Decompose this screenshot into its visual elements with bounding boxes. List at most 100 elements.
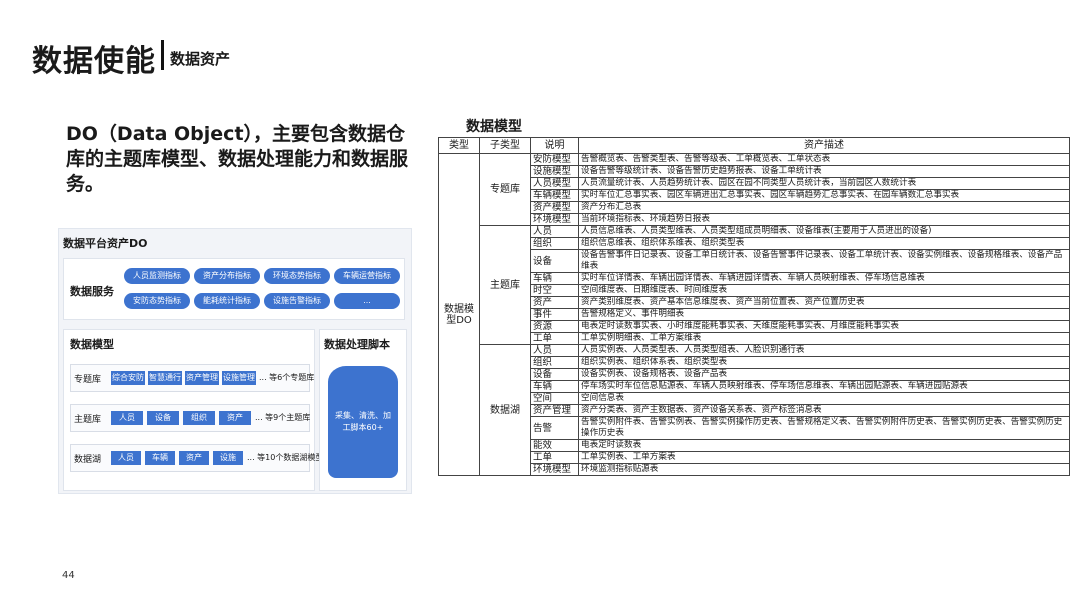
- model-chip: 资产: [219, 411, 251, 425]
- asset-description-cell: 资产类别维度表、资产基本信息维度表、资产当前位置表、资产位置历史表: [578, 296, 1070, 309]
- table-row: 车辆停车场实时车位信息贴源表、车辆人员映射维表、停车场信息维表、车辆出园贴源表、…: [439, 380, 1070, 393]
- service-pill: 人员监测指标: [124, 268, 190, 284]
- model-row-label: 主题库: [74, 415, 102, 425]
- description-cell: 人员: [530, 344, 579, 357]
- intro-text: DO（Data Object），主要包含数据仓库的主题库模型、数据处理能力和数据…: [66, 123, 409, 195]
- model-chip: 设施: [213, 451, 243, 465]
- table-row: 空间空间信息表: [439, 392, 1070, 405]
- table-row: 事件告警规格定义、事件明细表: [439, 308, 1070, 321]
- diagram-title: 数据平台资产DO: [63, 237, 148, 250]
- asset-description-cell: 设备告警事件日记录表、设备工单日统计表、设备告警事件记录表、设备工单统计表、设备…: [578, 249, 1070, 273]
- model-chip: 组织: [183, 411, 215, 425]
- model-chip: 资产: [179, 451, 209, 465]
- model-row-note: ... 等10个数据湖模型: [247, 453, 324, 462]
- processing-title: 数据处理脚本: [324, 338, 390, 351]
- asset-description-cell: 组织实例表、组织体系表、组织类型表: [578, 356, 1070, 369]
- type-cell: 数据模型DO: [438, 153, 480, 476]
- model-chip: 车辆: [145, 451, 175, 465]
- asset-description-cell: 空间信息表: [578, 392, 1070, 405]
- description-cell: 设施模型: [530, 165, 579, 178]
- asset-description-cell: 人员信息维表、人员类型维表、人员类型组成员明细表、设备维表(主要用于人员进出的设…: [578, 225, 1070, 238]
- service-pill: 设施告警指标: [264, 293, 330, 309]
- model-chip: 设备: [147, 411, 179, 425]
- table-row: 人员模型人员流量统计表、人员趋势统计表、园区在园不同类型人员统计表，当前园区人数…: [439, 177, 1070, 190]
- table-row: 告警告警实例附件表、告警实例表、告警实例操作历史表、告警规格定义表、告警实例附件…: [439, 416, 1070, 440]
- subtype-cell: 数据湖: [479, 344, 531, 476]
- description-cell: 车辆: [530, 272, 579, 285]
- asset-description-cell: 电表定时读数表: [578, 439, 1070, 452]
- model-row-note: ... 等6个专题库: [259, 373, 315, 382]
- header-type: 类型: [438, 137, 480, 154]
- asset-description-cell: 工单实例表、工单方案表: [578, 451, 1070, 464]
- asset-description-cell: 停车场实时车位信息贴源表、车辆人员映射维表、停车场信息维表、车辆出园贴源表、车辆…: [578, 380, 1070, 393]
- model-row: 数据湖 人员 车辆 资产 设施 ... 等10个数据湖模型: [70, 444, 323, 472]
- service-pill: 安防态势指标: [124, 293, 190, 309]
- table-row: 组织组织信息维表、组织体系维表、组织类型表: [439, 237, 1070, 250]
- asset-description-cell: 实时车位详情表、车辆出园详情表、车辆进园详情表、车辆人员映射维表、停车场信息维表: [578, 272, 1070, 285]
- table-row: 资产资产类别维度表、资产基本信息维度表、资产当前位置表、资产位置历史表: [439, 296, 1070, 309]
- asset-description-cell: 电表定时读数事实表、小时维度能耗事实表、天维度能耗事实表、月维度能耗事实表: [578, 320, 1070, 333]
- table-row: 组织组织实例表、组织体系表、组织类型表: [439, 356, 1070, 369]
- header-description: 说明: [530, 137, 579, 154]
- data-services-panel: 数据服务 人员监测指标 资产分布指标 环境态势指标 车辆运营指标 安防态势指标 …: [63, 258, 405, 320]
- description-cell: 资产管理: [530, 404, 579, 417]
- page-title: 数据使能: [32, 44, 156, 79]
- model-row: 主题库 人员 设备 组织 资产 ... 等9个主题库: [70, 404, 310, 432]
- subtype-cell: 主题库: [479, 225, 531, 345]
- model-row-note: ... 等9个主题库: [255, 413, 311, 422]
- table-title: 数据模型: [466, 119, 522, 135]
- table-row: 资源电表定时读数事实表、小时维度能耗事实表、天维度能耗事实表、月维度能耗事实表: [439, 320, 1070, 333]
- table-row: 设施模型设备告警等级统计表、设备告警历史趋势报表、设备工单统计表: [439, 165, 1070, 178]
- table-row: 设备设备告警事件日记录表、设备工单日统计表、设备告警事件记录表、设备工单统计表、…: [439, 249, 1070, 273]
- table-row: 数据湖人员人员实例表、人员类型表、人员类型组表、人脸识别通行表: [439, 344, 1070, 476]
- asset-description-cell: 人员实例表、人员类型表、人员类型组表、人脸识别通行表: [578, 344, 1070, 357]
- description-cell: 告警: [530, 416, 579, 440]
- asset-description-cell: 当前环境指标表、环境趋势日报表: [578, 213, 1070, 226]
- asset-description-cell: 告警规格定义、事件明细表: [578, 308, 1070, 321]
- asset-description-cell: 资产分类表、资产主数据表、资产设备关系表、资产标签消息表: [578, 404, 1070, 417]
- description-cell: 工单: [530, 451, 579, 464]
- table-row: 时空空间维度表、日期维度表、时间维度表: [439, 284, 1070, 297]
- service-pill: 环境态势指标: [264, 268, 330, 284]
- data-services-label: 数据服务: [70, 285, 114, 298]
- asset-description-cell: 告警实例附件表、告警实例表、告警实例操作历史表、告警规格定义表、告警实例附件历史…: [578, 416, 1070, 440]
- model-chip: 综合安防: [111, 371, 145, 385]
- model-chip: 资产管理: [185, 371, 219, 385]
- asset-description-cell: 告警概览表、告警类型表、告警等级表、工单概览表、工单状态表: [578, 153, 1070, 166]
- page-subtitle: 数据资产: [170, 50, 231, 68]
- table-row: 环境模型环境监测指标贴源表: [439, 463, 1070, 476]
- service-pill: 资产分布指标: [194, 268, 260, 284]
- table-row: 工单工单实例明细表、工单方案维表: [439, 332, 1070, 345]
- model-row-label: 数据湖: [74, 455, 102, 465]
- description-cell: 组织: [530, 237, 579, 250]
- asset-description-cell: 人员流量统计表、人员趋势统计表、园区在园不同类型人员统计表，当前园区人数统计表: [578, 177, 1070, 190]
- asset-description-cell: 设备告警等级统计表、设备告警历史趋势报表、设备工单统计表: [578, 165, 1070, 178]
- description-cell: 资产: [530, 296, 579, 309]
- asset-description-cell: 组织信息维表、组织体系维表、组织类型表: [578, 237, 1070, 250]
- service-pill: 车辆运营指标: [334, 268, 400, 284]
- service-pill: ...: [334, 293, 400, 309]
- table-header-row: 类型 子类型 说明 资产描述: [438, 137, 1070, 154]
- description-cell: 环境模型: [530, 213, 579, 226]
- model-chip: 人员: [111, 451, 141, 465]
- model-chip: 智慧通行: [148, 371, 182, 385]
- description-cell: 环境模型: [530, 463, 579, 476]
- asset-diagram: 数据平台资产DO 数据服务 人员监测指标 资产分布指标 环境态势指标 车辆运营指…: [58, 228, 412, 494]
- table-row: 资产管理资产分类表、资产主数据表、资产设备关系表、资产标签消息表: [439, 404, 1070, 417]
- data-model-title: 数据模型: [70, 338, 114, 351]
- table-row: 工单工单实例表、工单方案表: [439, 451, 1070, 464]
- description-cell: 车辆模型: [530, 189, 579, 202]
- description-cell: 组织: [530, 356, 579, 369]
- model-chip: 人员: [111, 411, 143, 425]
- description-cell: 车辆: [530, 380, 579, 393]
- table-row: 环境模型当前环境指标表、环境趋势日报表: [439, 213, 1070, 226]
- asset-description-cell: 空间维度表、日期维度表、时间维度表: [578, 284, 1070, 297]
- description-cell: 空间: [530, 392, 579, 405]
- asset-description-cell: 实时车位汇总事实表、园区车辆进出汇总事实表、园区车辆趋势汇总事实表、在园车辆数汇…: [578, 189, 1070, 202]
- description-cell: 事件: [530, 308, 579, 321]
- header-asset-description: 资产描述: [578, 137, 1070, 154]
- description-cell: 工单: [530, 332, 579, 345]
- asset-description-cell: 环境监测指标贴源表: [578, 463, 1070, 476]
- table-row: 资产模型资产分布汇总表: [439, 201, 1070, 214]
- table-row: 设备设备实例表、设备规格表、设备产品表: [439, 368, 1070, 381]
